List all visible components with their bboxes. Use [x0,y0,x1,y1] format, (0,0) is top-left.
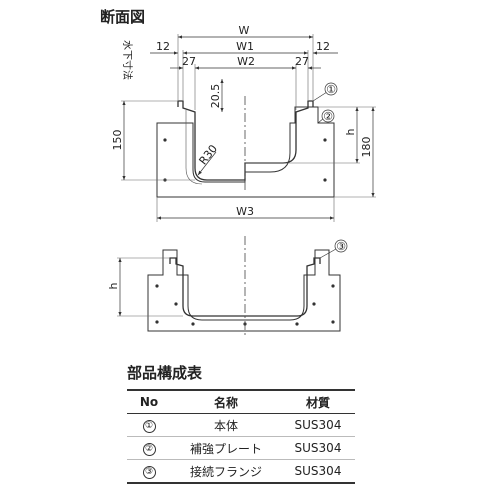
cell-no: ② [127,436,171,460]
dim-label-h-bottom: h [107,282,120,289]
dim-label-w1: W1 [236,40,254,53]
dim-label-w: W [239,24,250,37]
bolt-hole [155,320,159,324]
callout-3: ③ [336,240,346,253]
callout-2: ② [323,110,333,123]
row-number: ① [142,420,156,433]
section-title: 断面図 [100,8,146,26]
callout-1: ① [326,83,336,96]
header-name: 名称 [171,389,281,414]
cell-name: 本体 [171,413,281,437]
bolt-hole [331,284,335,288]
dim-label-h-top: h [344,128,357,135]
cross-section-drawing: W W1 12 12 W2 27 27 20.5 水下寸法 150 R30 [107,24,376,335]
cell-no: ③ [127,459,171,484]
dim-label-12-right: 12 [316,40,330,53]
header-material: 材質 [281,389,355,414]
bottom-view-group: h ③ [107,236,348,335]
dim-label-12-left: 12 [156,40,170,53]
cell-name: 補強プレート [171,436,281,460]
dim-label-w3: W3 [236,205,254,218]
bolt-hole [323,138,327,142]
dim-label-20-5: 20.5 [209,84,222,109]
main-body-inner-line [185,110,203,185]
parts-table-header-row: No 名称 材質 [127,389,355,414]
cell-material: SUS304 [281,459,355,484]
bolt-hole [295,322,299,326]
parts-table: No 名称 材質 ① 本体 SUS304 ② 補強プレート SUS304 ③ 接… [127,389,355,484]
row-number: ② [142,443,156,456]
cell-name: 接続フランジ [171,459,281,484]
table-row: ② 補強プレート SUS304 [127,436,355,460]
table-row: ① 本体 SUS304 [127,413,355,437]
reinforcing-plate-outline [156,106,335,198]
header-no: No [127,389,171,414]
dim-label-r30: R30 [196,142,220,167]
table-row: ③ 接続フランジ SUS304 [127,459,355,484]
cell-material: SUS304 [281,413,355,437]
bolt-hole [331,320,335,324]
bolt-hole [163,138,167,142]
dim-label-27-right: 27 [295,55,309,68]
bolt-hole [174,302,178,306]
main-body-outline [177,100,314,181]
bolt-hole [323,178,327,182]
dim-label-27-left: 27 [182,55,196,68]
water-level-label: 水下寸法 [121,40,134,80]
bolt-hole [191,322,195,326]
bolt-hole [312,302,316,306]
parts-table-title: 部品構成表 [127,364,203,382]
connection-flange-outline [147,249,341,332]
dim-label-180: 180 [360,137,373,158]
row-number: ③ [142,466,156,479]
bolt-hole [155,284,159,288]
top-view-group: W W1 12 12 W2 27 27 20.5 水下寸法 150 R30 [111,24,376,222]
cell-material: SUS304 [281,436,355,460]
dim-label-150: 150 [111,130,124,151]
dim-label-w2: W2 [237,55,255,68]
cell-no: ① [127,413,171,437]
